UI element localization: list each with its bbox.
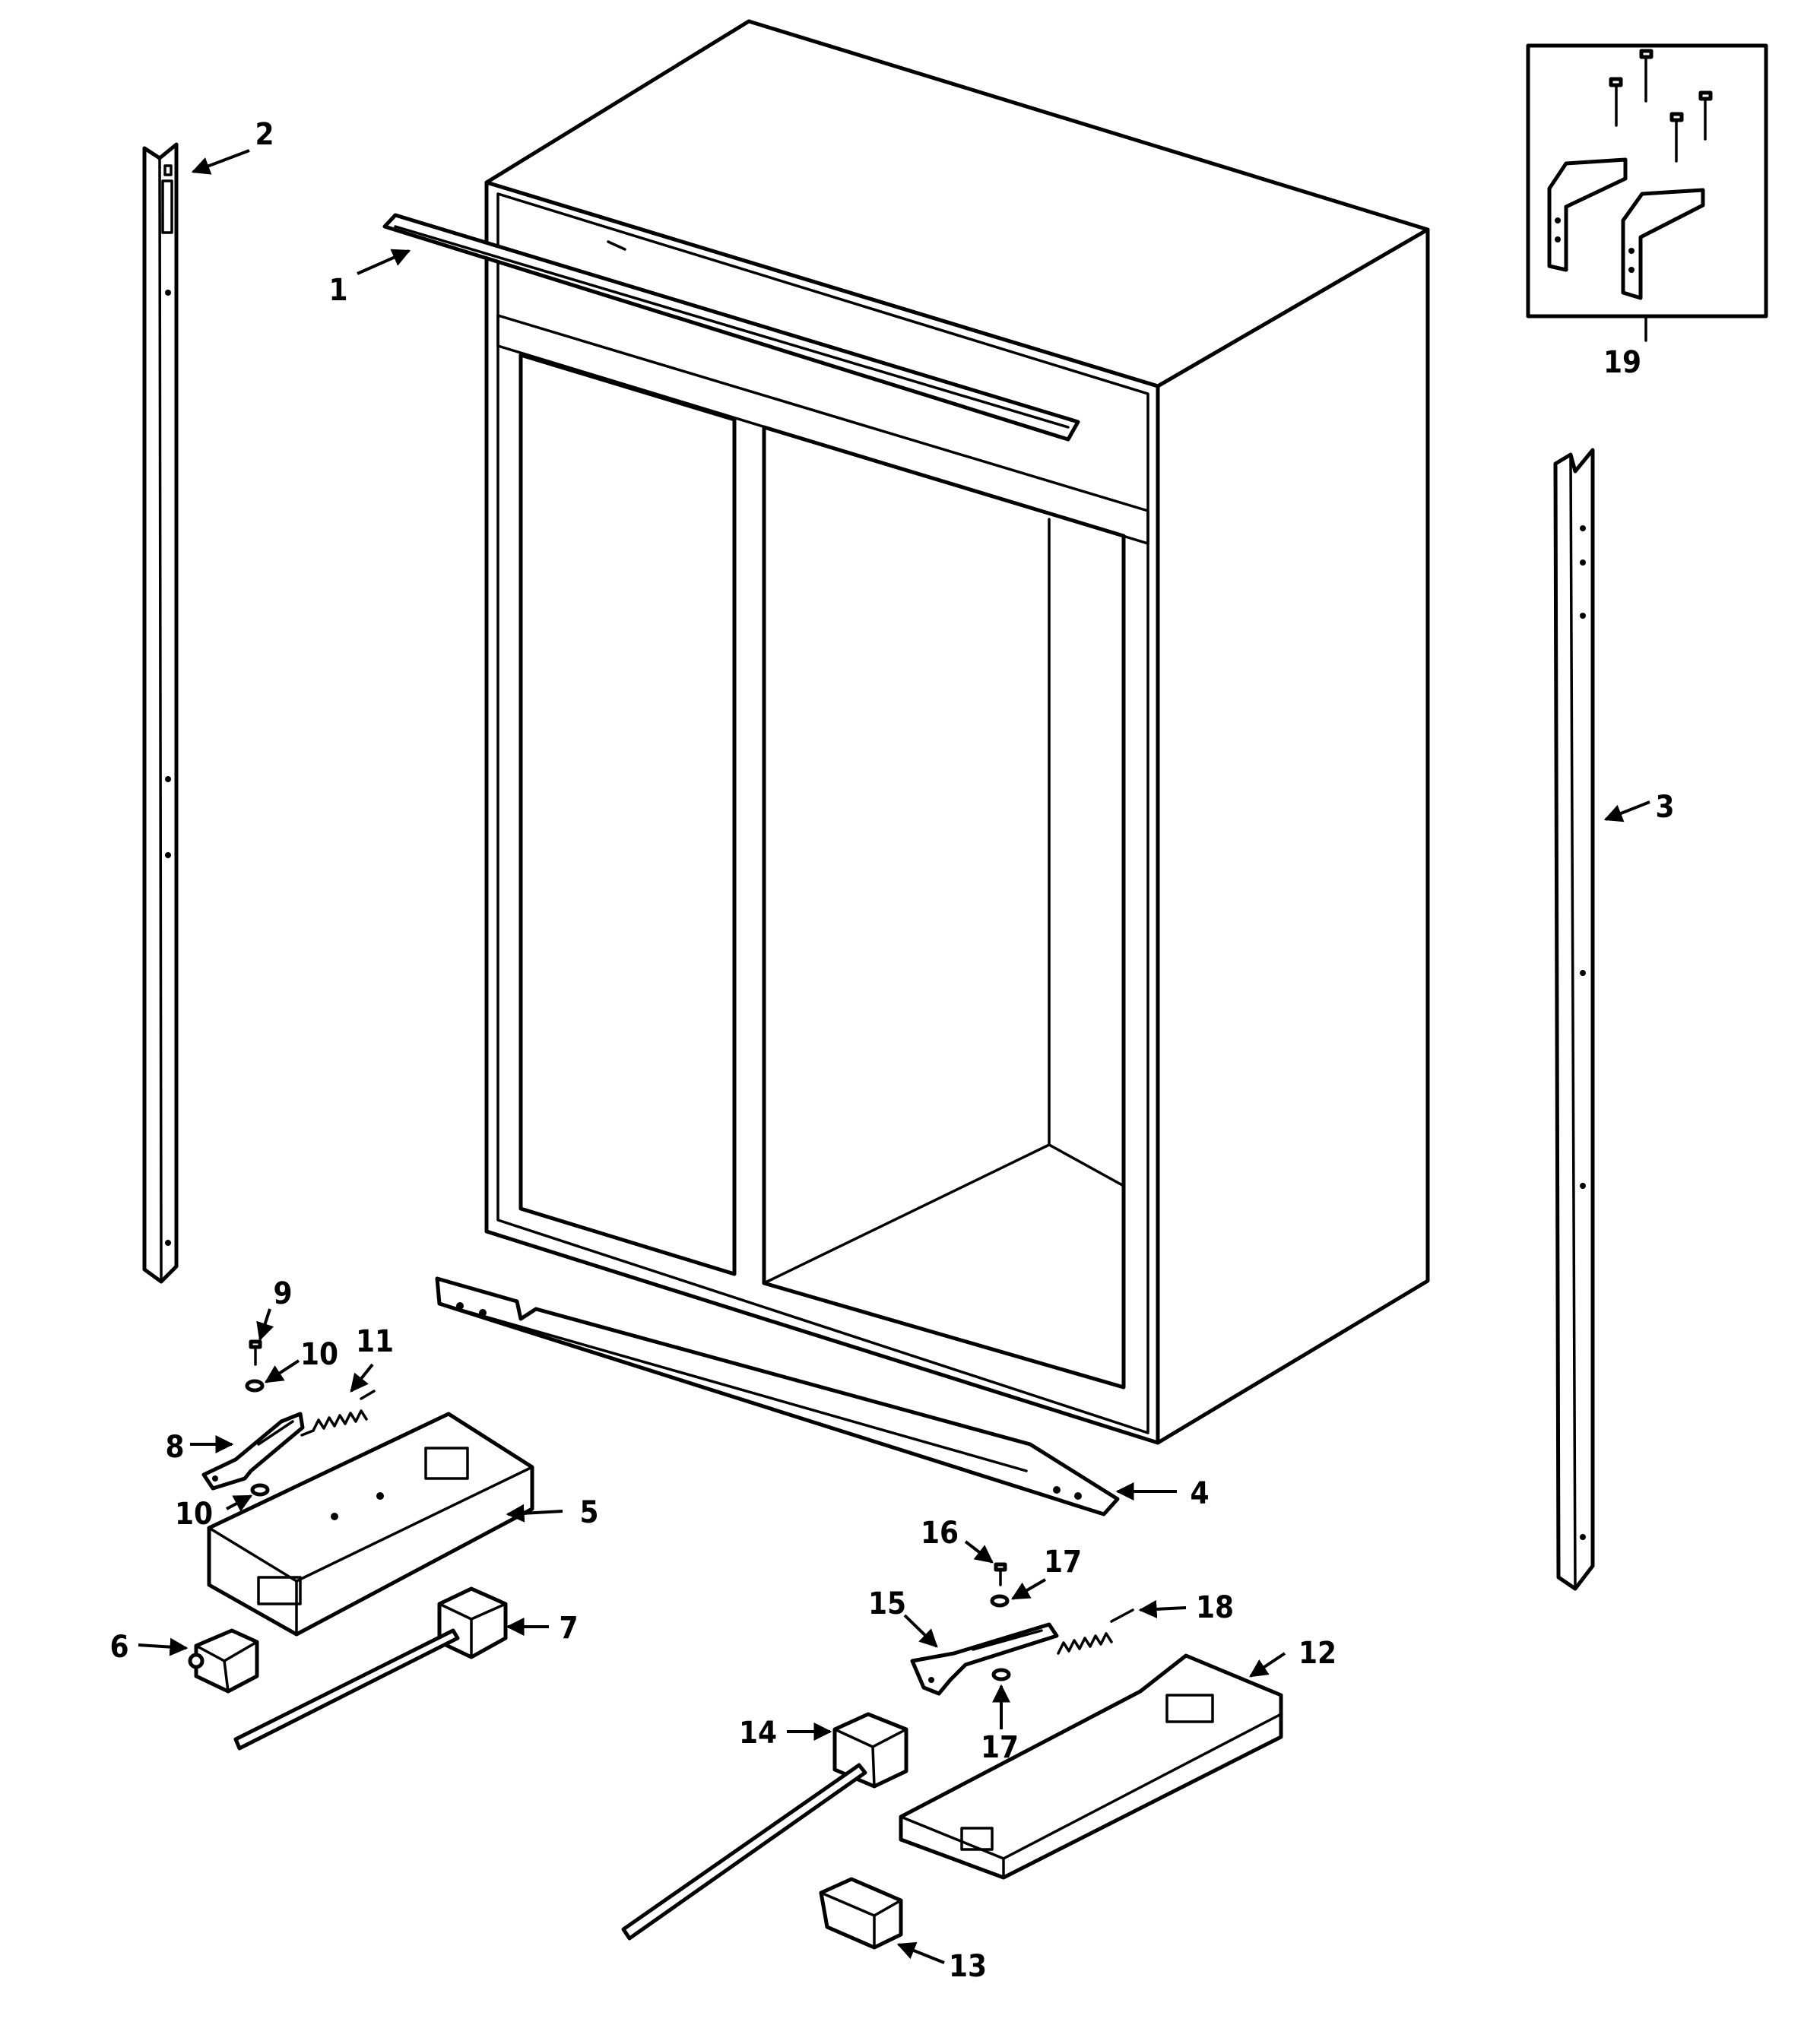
callout-13: 13: [949, 1949, 987, 1984]
leader-arrows: [138, 149, 1650, 1964]
callout-17b: 17: [981, 1730, 1019, 1765]
part-3-right-rail: [1553, 448, 1595, 1591]
part-19-bracket-kit: [1526, 43, 1768, 342]
callout-14: 14: [739, 1716, 777, 1751]
callout-4: 4: [1190, 1476, 1209, 1511]
part-1-top-trim: [382, 213, 1080, 442]
callout-labels: 1 2 3 4 5 6 7 8 9 10 10 11 12 13 14 15 1…: [109, 117, 1674, 1984]
callout-7: 7: [559, 1611, 578, 1646]
callout-12: 12: [1298, 1636, 1336, 1671]
cabinet: [484, 19, 1430, 1445]
part-2-left-rail: [142, 142, 179, 1284]
callout-15: 15: [868, 1586, 906, 1621]
callout-18: 18: [1196, 1590, 1234, 1625]
callout-1: 1: [328, 273, 347, 308]
callout-5: 5: [579, 1495, 598, 1530]
callout-11: 11: [356, 1324, 394, 1359]
part-4-bottom-trim: [435, 1276, 1120, 1516]
callout-3: 3: [1655, 790, 1674, 825]
callout-10a: 10: [300, 1337, 338, 1372]
callout-17a: 17: [1044, 1545, 1082, 1580]
left-roller-assembly: [188, 1339, 534, 1751]
callout-10b: 10: [175, 1497, 213, 1532]
callout-9: 9: [273, 1276, 292, 1311]
callout-2: 2: [255, 117, 274, 152]
right-roller-assembly: [621, 1562, 1283, 1950]
callout-6: 6: [109, 1630, 128, 1665]
callout-16: 16: [921, 1516, 959, 1551]
callout-19: 19: [1603, 345, 1641, 380]
callout-8: 8: [165, 1430, 184, 1465]
